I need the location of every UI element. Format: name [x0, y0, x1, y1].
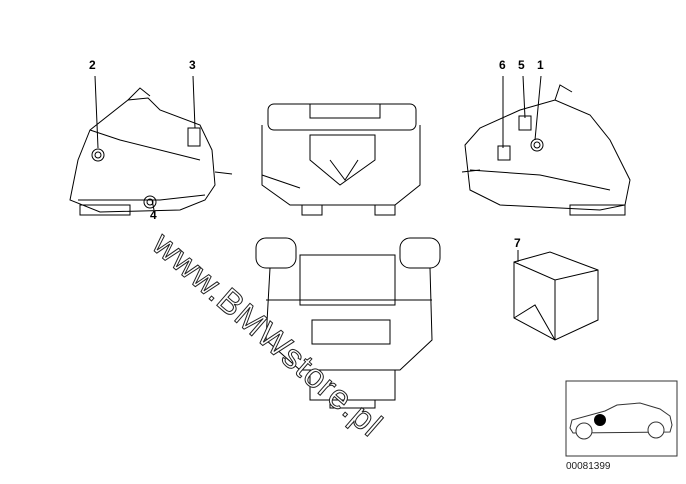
leader-lines: [94, 75, 542, 262]
heater-unit-front-view: [255, 237, 441, 409]
callout-5: 5: [518, 58, 525, 72]
heater-unit-top-view: [261, 103, 421, 216]
vehicle-locator: [565, 380, 678, 457]
callout-6: 6: [499, 58, 506, 72]
callout-3: 3: [189, 58, 196, 72]
callout-1: 1: [537, 58, 544, 72]
callout-2: 2: [89, 58, 96, 72]
cover-part-7: [513, 251, 599, 341]
location-marker: [594, 414, 606, 426]
heater-unit-right-side: [461, 84, 631, 216]
diagram-code: 00081399: [566, 461, 611, 472]
heater-unit-left-side: [69, 87, 233, 216]
callout-7: 7: [514, 236, 521, 250]
callout-4: 4: [150, 208, 157, 222]
